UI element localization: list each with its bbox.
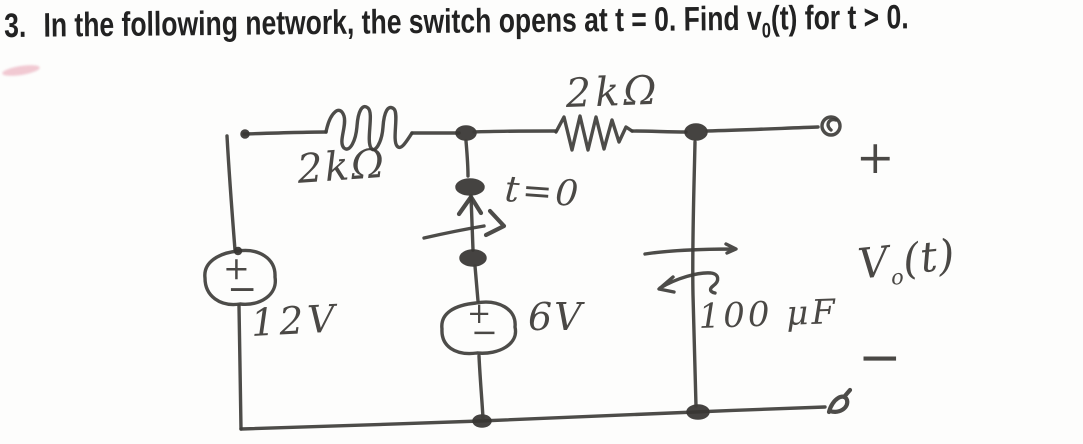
resistor-top-icon [554, 114, 634, 152]
wire-top-left [242, 130, 328, 136]
wire-node-to-resistor [472, 129, 558, 134]
output-v: V [855, 236, 892, 289]
switch-wire-upper [464, 139, 470, 178]
left-resistor-label: 2kΩ [295, 140, 388, 193]
node-dot-bottom-right [686, 404, 710, 420]
capacitor-top-plate [643, 242, 738, 256]
junction-dot [240, 129, 250, 139]
source-12v-plus-sign: + [223, 249, 250, 287]
top-resistor-label: 2kΩ [564, 67, 662, 117]
terminal-top-right-tick [826, 117, 838, 132]
output-voltage-label: Vo(t) [855, 230, 958, 292]
voltage-source-6v-icon [440, 300, 518, 356]
switch-time-label: t=0 [503, 169, 583, 216]
capacitor-value-label: 100 μF [697, 292, 839, 337]
switch-axis [469, 194, 475, 252]
voltage-source-12v-icon [203, 248, 277, 307]
output-minus-sign: − [858, 328, 902, 388]
output-plus-sign: + [856, 130, 895, 184]
source-6v-minus-sign: − [471, 313, 498, 351]
switch-contact-bottom [459, 249, 487, 267]
wire-to-terminal-top [705, 125, 820, 133]
switch-arrow-up-icon [456, 194, 484, 217]
source-6v-value: 6V [528, 295, 584, 339]
circuit-ink [203, 105, 853, 431]
switch-arm [422, 224, 486, 240]
source-12v-minus-sign: − [227, 269, 258, 310]
node-dot-top-right [684, 123, 708, 141]
source-12v-value: 12V [249, 296, 340, 345]
capacitor-bottom-plate [657, 271, 720, 295]
junction-dot [233, 246, 243, 256]
wire-left-lower [237, 304, 243, 431]
terminal-top-right-icon [820, 115, 842, 137]
source-6v-plus-sign: + [467, 296, 492, 330]
switch-arm-arrowhead-icon [483, 208, 507, 238]
resistor-left-icon [324, 105, 414, 152]
wire-left-upper [225, 134, 237, 252]
wire-resistor-to-node [630, 129, 688, 134]
terminal-bottom-right-icon [826, 387, 853, 415]
capacitor-wire [691, 140, 698, 408]
switch-wire-lower [473, 264, 480, 303]
output-t: (t) [900, 229, 958, 285]
wire-below-6v [477, 354, 485, 420]
wire-bottom [239, 405, 827, 431]
switch-contact-top [455, 178, 485, 196]
